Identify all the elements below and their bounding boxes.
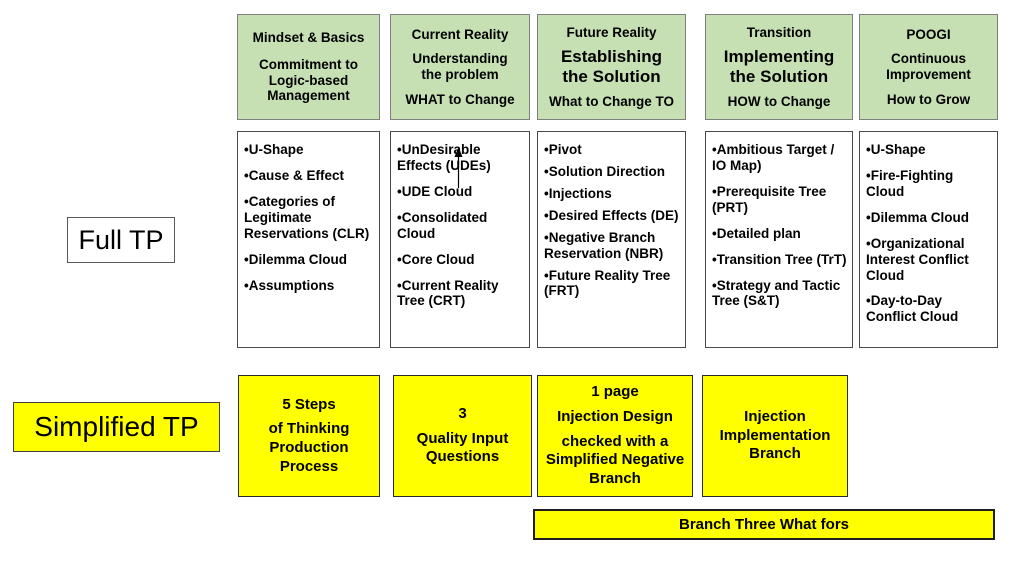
simplified-line: Injection Implementation Branch bbox=[719, 407, 831, 463]
tools-box-mindset-basics: U-Shape Cause & Effect Categories of Leg… bbox=[237, 131, 380, 348]
tool-item: Future Reality Tree (FRT) bbox=[544, 268, 682, 300]
tool-item: U-Shape bbox=[866, 142, 994, 158]
simplified-line: Quality Input Questions bbox=[416, 429, 509, 466]
header-change-question: HOW to Change bbox=[727, 93, 831, 109]
header-current-reality: Current Reality Understanding the proble… bbox=[390, 14, 530, 120]
simplified-box-5-steps: 5 Steps of Thinking Production Process bbox=[238, 375, 380, 497]
header-title: POOGI bbox=[906, 26, 951, 42]
tool-item: Solution Direction bbox=[544, 164, 682, 180]
tool-item: Organizational Interest Conflict Cloud bbox=[866, 236, 994, 284]
tool-item: Ambitious Target / IO Map) bbox=[712, 142, 849, 174]
simplified-box-injection-design: 1 page Injection Design checked with a S… bbox=[537, 375, 693, 497]
tool-item: Dilemma Cloud bbox=[244, 252, 376, 268]
tool-item: Cause & Effect bbox=[244, 168, 376, 184]
tool-item: Negative Branch Reservation (NBR) bbox=[544, 230, 682, 262]
tool-item: Fire-Fighting Cloud bbox=[866, 168, 994, 200]
simplified-box-3-questions: 3 Quality Input Questions bbox=[393, 375, 532, 497]
full-tp-label: Full TP bbox=[78, 224, 164, 255]
tool-item: Transition Tree (TrT) bbox=[712, 252, 849, 268]
header-change-question: WHAT to Change bbox=[405, 91, 515, 107]
tools-box-transition: Ambitious Target / IO Map) Prerequisite … bbox=[705, 131, 853, 348]
header-subtitle: Establishing the Solution bbox=[560, 47, 663, 86]
simplified-line: checked with a Simplified Negative Branc… bbox=[545, 432, 685, 488]
tool-item: Consolidated Cloud bbox=[397, 210, 526, 242]
header-future-reality: Future Reality Establishing the Solution… bbox=[537, 14, 686, 120]
header-title: Transition bbox=[746, 24, 812, 40]
tool-item: Day-to-Day Conflict Cloud bbox=[866, 293, 994, 325]
header-title: Mindset & Basics bbox=[252, 29, 365, 45]
tool-item: Current Reality Tree (CRT) bbox=[397, 278, 526, 310]
tool-item: Detailed plan bbox=[712, 226, 849, 242]
simplified-line: 1 page bbox=[591, 383, 639, 401]
simplified-line: 5 Steps bbox=[282, 395, 336, 413]
tool-item: U-Shape bbox=[244, 142, 376, 158]
header-subtitle: Continuous Improvement bbox=[886, 51, 971, 82]
simplified-tp-label: Simplified TP bbox=[34, 411, 199, 442]
tools-box-future-reality: Pivot Solution Direction Injections Desi… bbox=[537, 131, 686, 348]
header-subtitle: Understanding the problem bbox=[412, 51, 508, 82]
tool-item: Prerequisite Tree (PRT) bbox=[712, 184, 849, 216]
simplified-tp-label-box: Simplified TP bbox=[13, 402, 220, 452]
simplified-line: Injection Design bbox=[557, 407, 673, 425]
tool-item: UDE Cloud bbox=[397, 184, 526, 200]
tool-item: Strategy and Tactic Tree (S&T) bbox=[712, 278, 849, 310]
up-arrow-icon bbox=[454, 147, 463, 188]
header-title: Current Reality bbox=[411, 26, 509, 42]
tool-item: Core Cloud bbox=[397, 252, 526, 268]
branch-three-what-fors-label: Branch Three What fors bbox=[678, 516, 850, 533]
header-change-question: What to Change TO bbox=[549, 93, 674, 109]
tool-item: Dilemma Cloud bbox=[866, 210, 994, 226]
tools-box-poogi: U-Shape Fire-Fighting Cloud Dilemma Clou… bbox=[859, 131, 998, 348]
header-title: Future Reality bbox=[566, 24, 657, 40]
tools-box-current-reality: UnDesirable Effects (UDEs) UDE Cloud Con… bbox=[390, 131, 530, 348]
tool-item: Categories of Legitimate Reservations (C… bbox=[244, 194, 376, 242]
full-tp-label-box: Full TP bbox=[67, 217, 175, 263]
header-transition: Transition Implementing the Solution HOW… bbox=[705, 14, 853, 120]
tool-item: Injections bbox=[544, 186, 682, 202]
header-mindset-basics: Mindset & Basics Commitment to Logic-bas… bbox=[237, 14, 380, 120]
header-poogi: POOGI Continuous Improvement How to Grow bbox=[859, 14, 998, 120]
tool-item: Desired Effects (DE) bbox=[544, 208, 682, 224]
tool-item: Pivot bbox=[544, 142, 682, 158]
simplified-box-injection-implementation: Injection Implementation Branch bbox=[702, 375, 848, 497]
branch-three-what-fors-bar: Branch Three What fors bbox=[533, 509, 995, 540]
tool-item: Assumptions bbox=[244, 278, 376, 294]
header-subtitle: Commitment to Logic-based Management bbox=[259, 57, 358, 104]
header-change-question: How to Grow bbox=[886, 91, 971, 107]
simplified-line: 3 bbox=[458, 404, 467, 422]
header-subtitle: Implementing the Solution bbox=[723, 47, 835, 86]
simplified-line: of Thinking Production Process bbox=[268, 420, 350, 475]
